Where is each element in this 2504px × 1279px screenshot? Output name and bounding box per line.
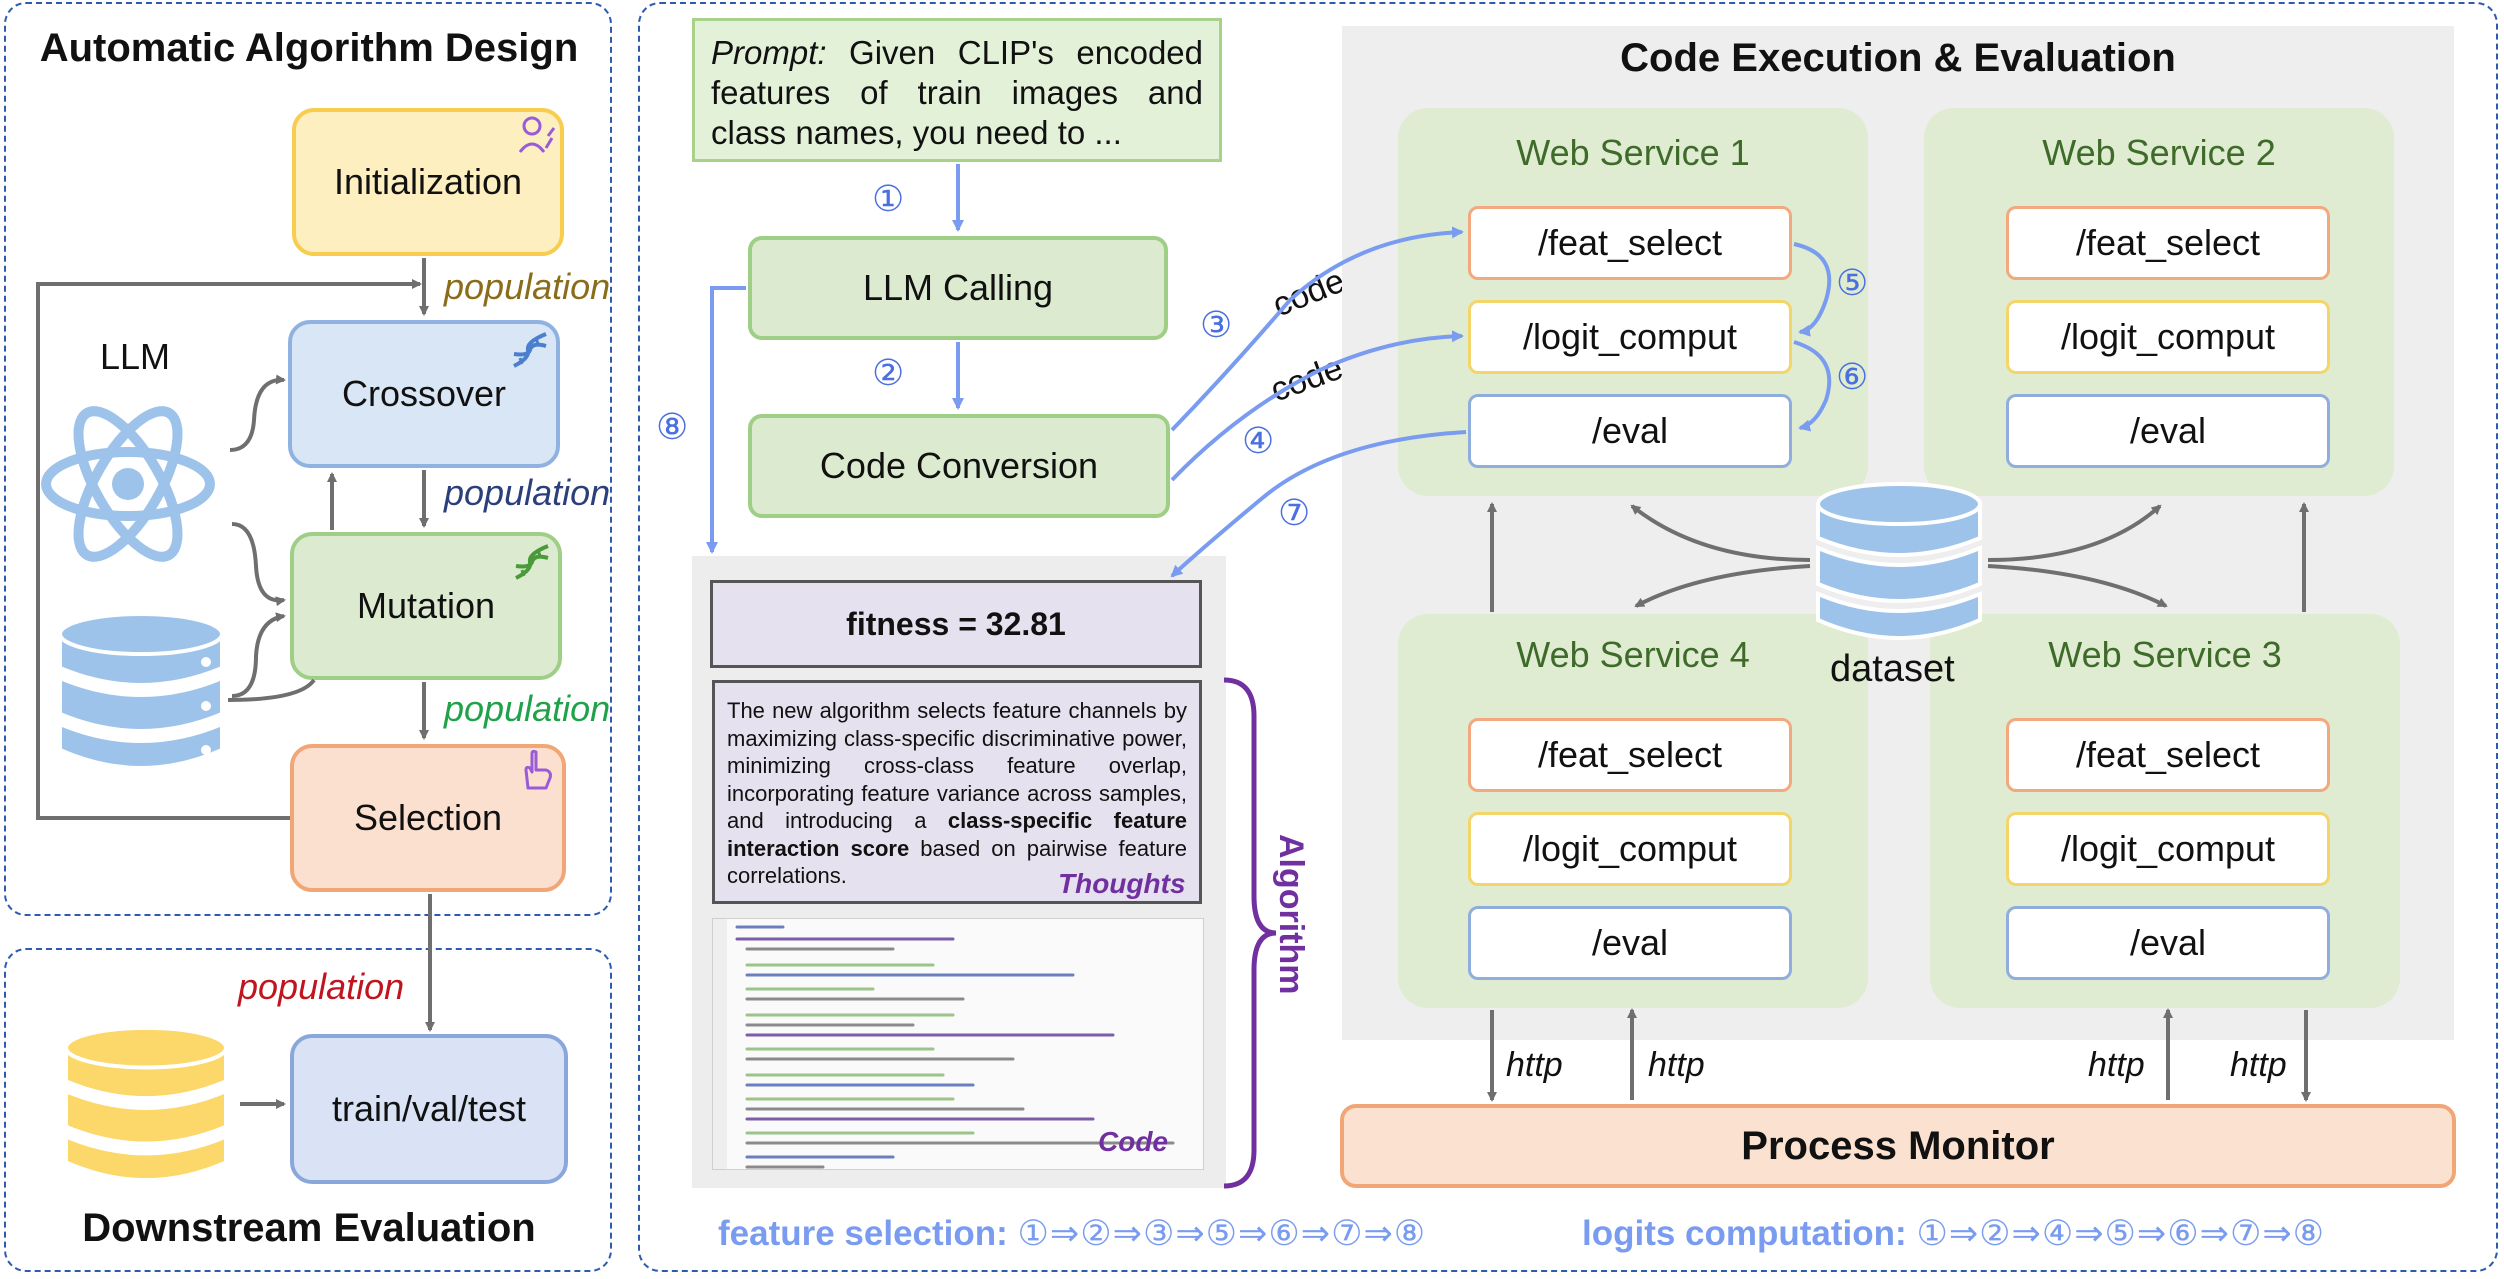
web-service-3-title: Web Service 3	[2048, 634, 2282, 675]
step-2: ②	[872, 352, 905, 393]
feature-selection-sequence: feature selection: ①⇒②⇒③⇒⑤⇒⑥⇒⑦⇒⑧	[718, 1214, 1426, 1254]
dna-icon	[515, 544, 549, 580]
initialization-label: Initialization	[333, 161, 523, 202]
algorithm-design-title: Automatic Algorithm Design	[39, 26, 579, 70]
mutation-label: Mutation	[356, 585, 496, 626]
llm-label: LLM	[100, 336, 171, 377]
ws2-eval-endpoint[interactable]: /eval	[2006, 394, 2330, 468]
step-4: ④	[1242, 420, 1275, 461]
code-conversion-label: Code Conversion	[819, 445, 1099, 486]
ws1-feat-select-endpoint[interactable]: /feat_select	[1468, 206, 1792, 280]
web-service-4-title: Web Service 4	[1516, 634, 1750, 675]
selection-label: Selection	[353, 797, 503, 838]
ws3-eval-endpoint[interactable]: /eval	[2006, 906, 2330, 980]
database-icon	[58, 612, 224, 770]
ws2-logit-comput-endpoint[interactable]: /logit_comput	[2006, 300, 2330, 374]
downstream-panel	[4, 948, 612, 1272]
logits-computation-sequence: logits computation: ①⇒②⇒④⇒⑤⇒⑥⇒⑦⇒⑧	[1582, 1214, 2325, 1254]
population-label-4: population	[238, 966, 405, 1007]
population-label-3: population	[444, 688, 611, 729]
database-icon	[1816, 482, 1982, 640]
thoughts-label: Thoughts	[1058, 868, 1186, 899]
code-label: Code	[1098, 1126, 1168, 1157]
http-label-3: http	[2088, 1046, 2145, 1084]
logits-computation-steps: ①⇒②⇒④⇒⑤⇒⑥⇒⑦⇒⑧	[1916, 1214, 2326, 1253]
execution-title: Code Execution & Evaluation	[1620, 36, 2176, 80]
ws1-eval-endpoint[interactable]: /eval	[1468, 394, 1792, 468]
initialization-box[interactable]: Initialization	[292, 108, 564, 256]
pipeline-panel	[638, 2, 2498, 1272]
http-label-4: http	[2230, 1046, 2287, 1084]
llm-calling-label: LLM Calling	[862, 267, 1054, 308]
feature-selection-steps: ①⇒②⇒③⇒⑤⇒⑥⇒⑦⇒⑧	[1017, 1214, 1427, 1253]
ws3-feat-select-endpoint[interactable]: /feat_select	[2006, 718, 2330, 792]
prompt-text: Given CLIP's encoded features of train i…	[711, 34, 1204, 151]
code-lines-graphic	[713, 919, 1175, 1169]
thoughts-text-1: The new algorithm selects feature channe…	[727, 698, 1187, 833]
step-5: ⑤	[1836, 262, 1869, 303]
thoughts-box: The new algorithm selects feature channe…	[712, 680, 1202, 904]
feature-selection-label: feature selection:	[718, 1214, 1008, 1253]
step-1: ①	[872, 178, 905, 219]
fitness-value: fitness = 32.81	[846, 605, 1066, 642]
mutation-box[interactable]: Mutation	[290, 532, 562, 680]
dataset-label: dataset	[1830, 648, 1955, 690]
user-icon	[518, 116, 556, 153]
selection-box[interactable]: Selection	[290, 744, 566, 892]
atom-icon	[41, 406, 215, 562]
step-3: ③	[1200, 304, 1233, 345]
prompt-box: Prompt: Given CLIP's encoded features of…	[692, 18, 1222, 162]
algorithm-brace	[1223, 677, 1277, 1189]
logits-computation-label: logits computation:	[1582, 1214, 1907, 1253]
step-8: ⑧	[656, 406, 689, 447]
crossover-label: Crossover	[341, 373, 507, 414]
pointer-icon	[524, 749, 552, 790]
ws3-logit-comput-endpoint[interactable]: /logit_comput	[2006, 812, 2330, 886]
code-conversion-box[interactable]: Code Conversion	[748, 414, 1170, 518]
fitness-box: fitness = 32.81	[710, 580, 1202, 668]
ws4-feat-select-endpoint[interactable]: /feat_select	[1468, 718, 1792, 792]
ws4-logit-comput-endpoint[interactable]: /logit_comput	[1468, 812, 1792, 886]
step-7: ⑦	[1278, 492, 1311, 533]
step-6: ⑥	[1836, 356, 1869, 397]
thoughts-text-2: based on pairwise feature correlations.	[727, 835, 1187, 889]
process-monitor-box[interactable]: Process Monitor	[1340, 1104, 2456, 1188]
ws4-eval-endpoint[interactable]: /eval	[1468, 906, 1792, 980]
database-icon	[64, 1025, 228, 1183]
ws1-logit-comput-endpoint[interactable]: /logit_comput	[1468, 300, 1792, 374]
http-label-2: http	[1648, 1046, 1705, 1084]
dna-icon	[513, 332, 547, 368]
http-label-1: http	[1506, 1046, 1563, 1084]
web-service-2-title: Web Service 2	[2042, 132, 2276, 173]
thoughts-bold: class-specific feature interaction score	[727, 808, 1187, 861]
ws2-feat-select-endpoint[interactable]: /feat_select	[2006, 206, 2330, 280]
population-label-2: population	[444, 472, 611, 513]
downstream-title: Downstream Evaluation	[82, 1206, 536, 1250]
code-snippet	[712, 918, 1204, 1170]
population-label-1: population	[444, 266, 611, 307]
train-val-test-label: train/val/test	[331, 1088, 527, 1129]
prompt-label: Prompt:	[711, 34, 827, 71]
train-val-test-box[interactable]: train/val/test	[290, 1034, 568, 1184]
llm-calling-box[interactable]: LLM Calling	[748, 236, 1168, 340]
process-monitor-label: Process Monitor	[1741, 1123, 2055, 1168]
algorithm-design-panel	[4, 2, 612, 916]
crossover-box[interactable]: Crossover	[288, 320, 560, 468]
web-service-1-title: Web Service 1	[1516, 132, 1750, 173]
